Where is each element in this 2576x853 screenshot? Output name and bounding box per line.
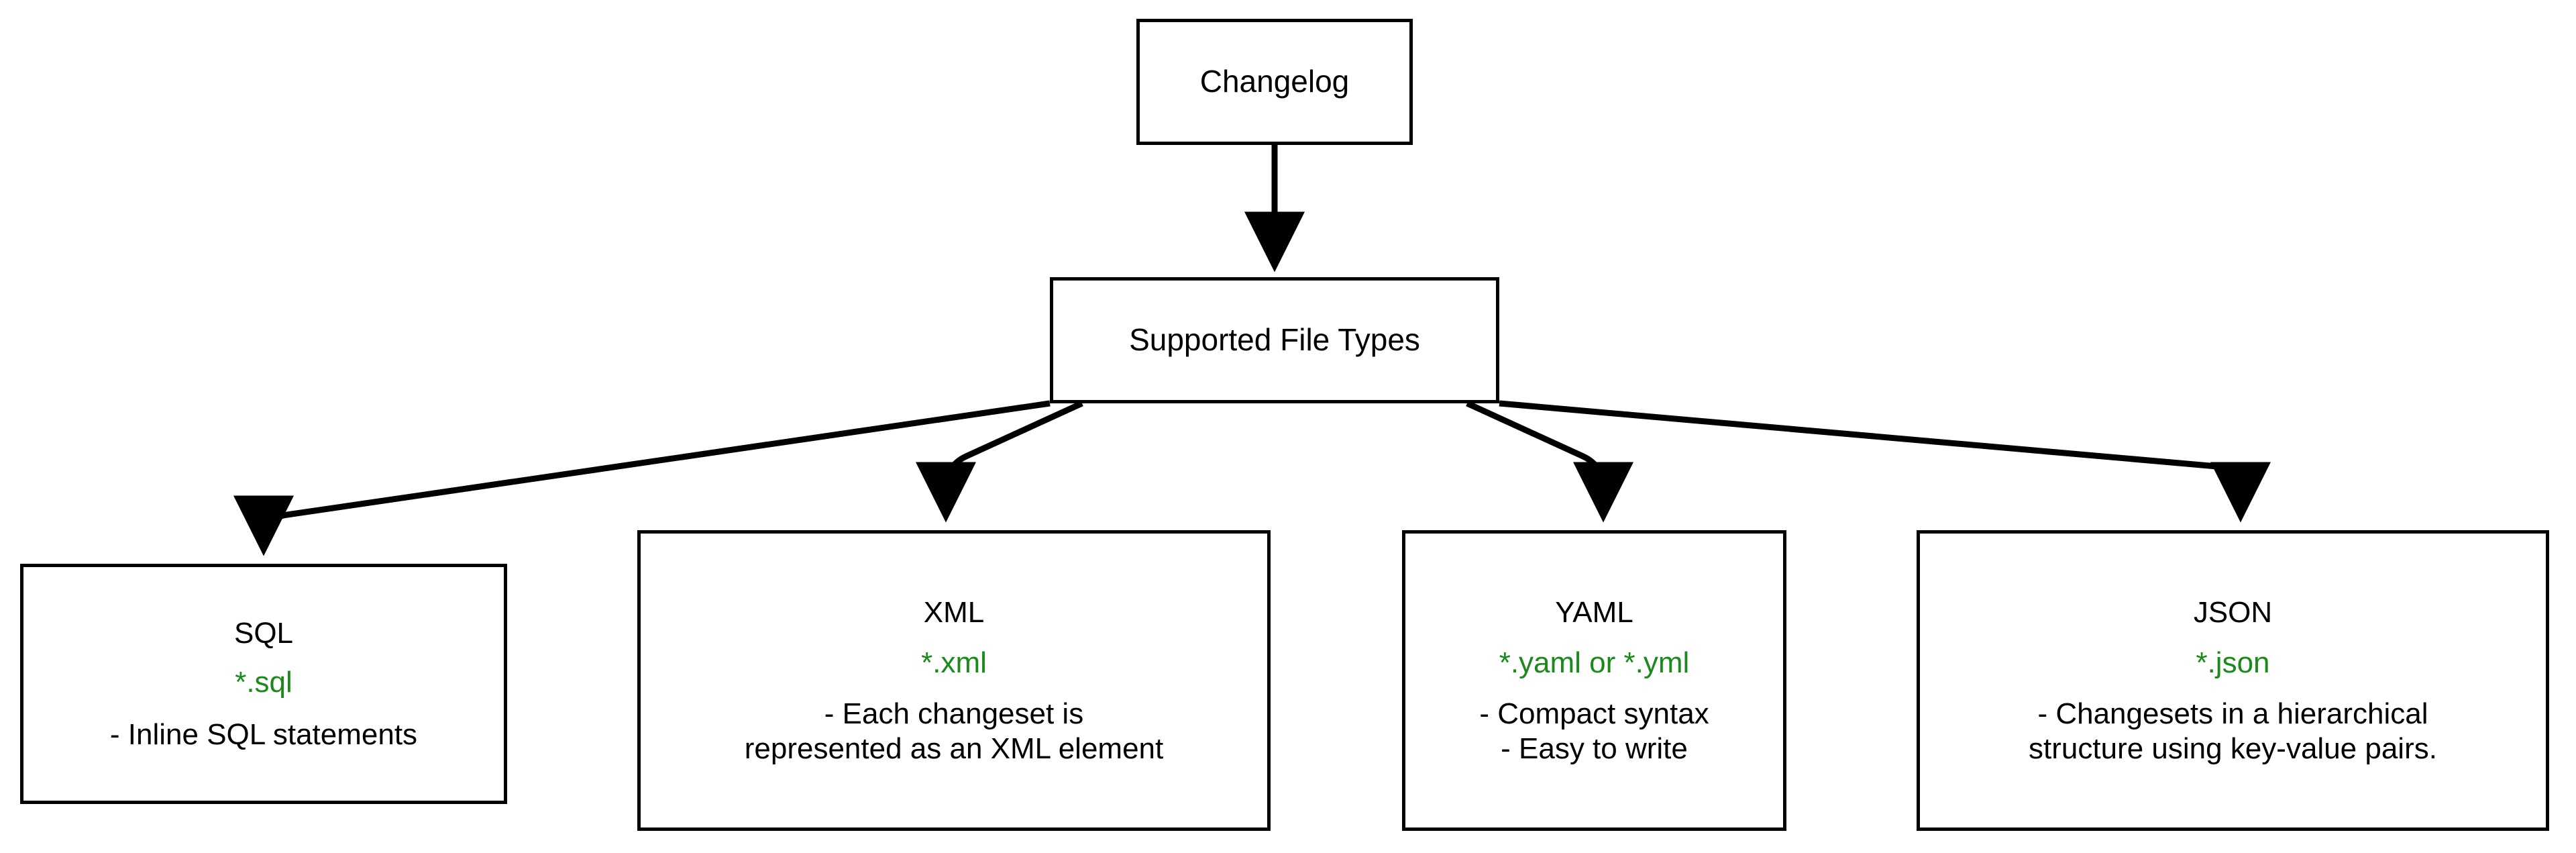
node-yaml-detail-1: - Compact syntax <box>1479 697 1709 730</box>
edge-supported-to-sql <box>233 400 1051 556</box>
node-xml-title: XML <box>923 595 985 629</box>
node-sql[interactable]: SQL *.sql - Inline SQL statements <box>20 564 507 804</box>
node-sql-title: SQL <box>233 616 294 650</box>
node-sql-detail-1: - Inline SQL statements <box>109 717 418 751</box>
node-xml-detail-1: - Each changeset is <box>824 697 1084 730</box>
node-json-detail-1: - Changesets in a hierarchical <box>2037 697 2428 730</box>
node-changelog-label: Changelog <box>1199 64 1350 99</box>
node-supported-file-types[interactable]: Supported File Types <box>1050 277 1499 403</box>
node-changelog[interactable]: Changelog <box>1136 19 1413 145</box>
node-xml[interactable]: XML *.xml - Each changeset is represente… <box>637 530 1271 831</box>
node-xml-detail-2: represented as an XML element <box>744 732 1164 765</box>
node-json-extension: *.json <box>2196 646 2270 680</box>
node-json-title: JSON <box>2193 595 2273 629</box>
node-sql-extension: *.sql <box>235 666 292 699</box>
node-json-detail-2: structure using key-value pairs. <box>2029 732 2437 765</box>
node-supported-file-types-label: Supported File Types <box>1129 322 1420 358</box>
node-json[interactable]: JSON *.json - Changesets in a hierarchic… <box>1917 530 2549 831</box>
node-yaml[interactable]: YAML *.yaml or *.yml - Compact syntax - … <box>1402 530 1786 831</box>
edge-supported-to-xml <box>916 400 1083 523</box>
node-xml-extension: *.xml <box>921 646 987 680</box>
edge-supported-to-yaml <box>1466 400 1633 523</box>
node-yaml-extension: *.yaml or *.yml <box>1499 646 1690 680</box>
node-yaml-detail-2: - Easy to write <box>1501 732 1688 765</box>
edge-supported-to-json <box>1499 400 2271 523</box>
node-yaml-title: YAML <box>1555 595 1633 629</box>
